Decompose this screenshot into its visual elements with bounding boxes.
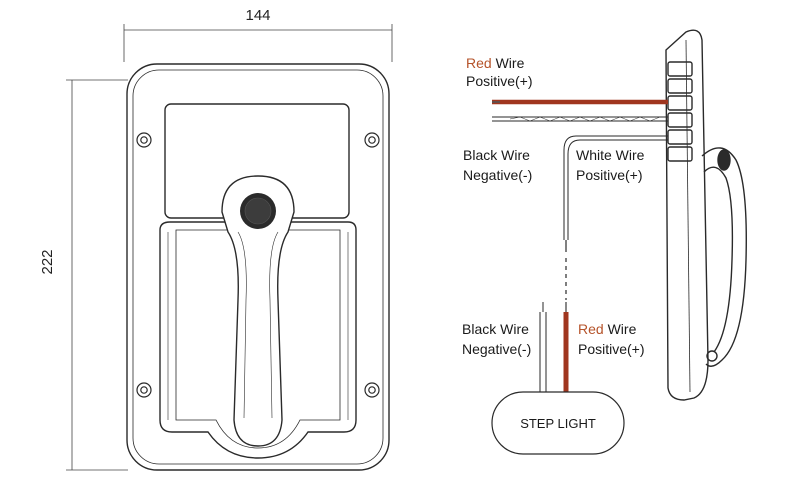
- black-wire-bottom: [539, 302, 547, 392]
- height-dimension: [66, 79, 128, 471]
- black-wire-bottom-label: Black Wire: [462, 321, 529, 337]
- black-wire-top-label: Black Wire: [463, 147, 530, 163]
- red-wire-top-polarity: Positive(+): [466, 73, 533, 89]
- black-wire-top-polarity: Negative(-): [463, 167, 532, 183]
- black-wire-bottom-polarity: Negative(-): [462, 341, 531, 357]
- screw-icon: [136, 132, 380, 398]
- width-dimension: [123, 24, 393, 62]
- white-wire: [563, 135, 668, 300]
- handle-side-view: [665, 29, 747, 401]
- handle-front-view: [126, 63, 390, 471]
- white-wire-label: White Wire: [576, 147, 645, 163]
- step-light-label: STEP LIGHT: [520, 416, 596, 431]
- black-wire-top: [492, 116, 668, 122]
- lens-inner: [244, 197, 272, 225]
- red-wire-bottom-polarity: Positive(+): [578, 341, 645, 357]
- width-dimension-label: 144: [245, 7, 270, 24]
- red-wire-top-label: Red Wire: [466, 55, 525, 71]
- step-light-box: [491, 391, 625, 455]
- height-dimension-label: 222: [39, 249, 56, 274]
- red-wire-bottom-label: Red Wire: [578, 321, 637, 337]
- white-wire-polarity: Positive(+): [576, 167, 643, 183]
